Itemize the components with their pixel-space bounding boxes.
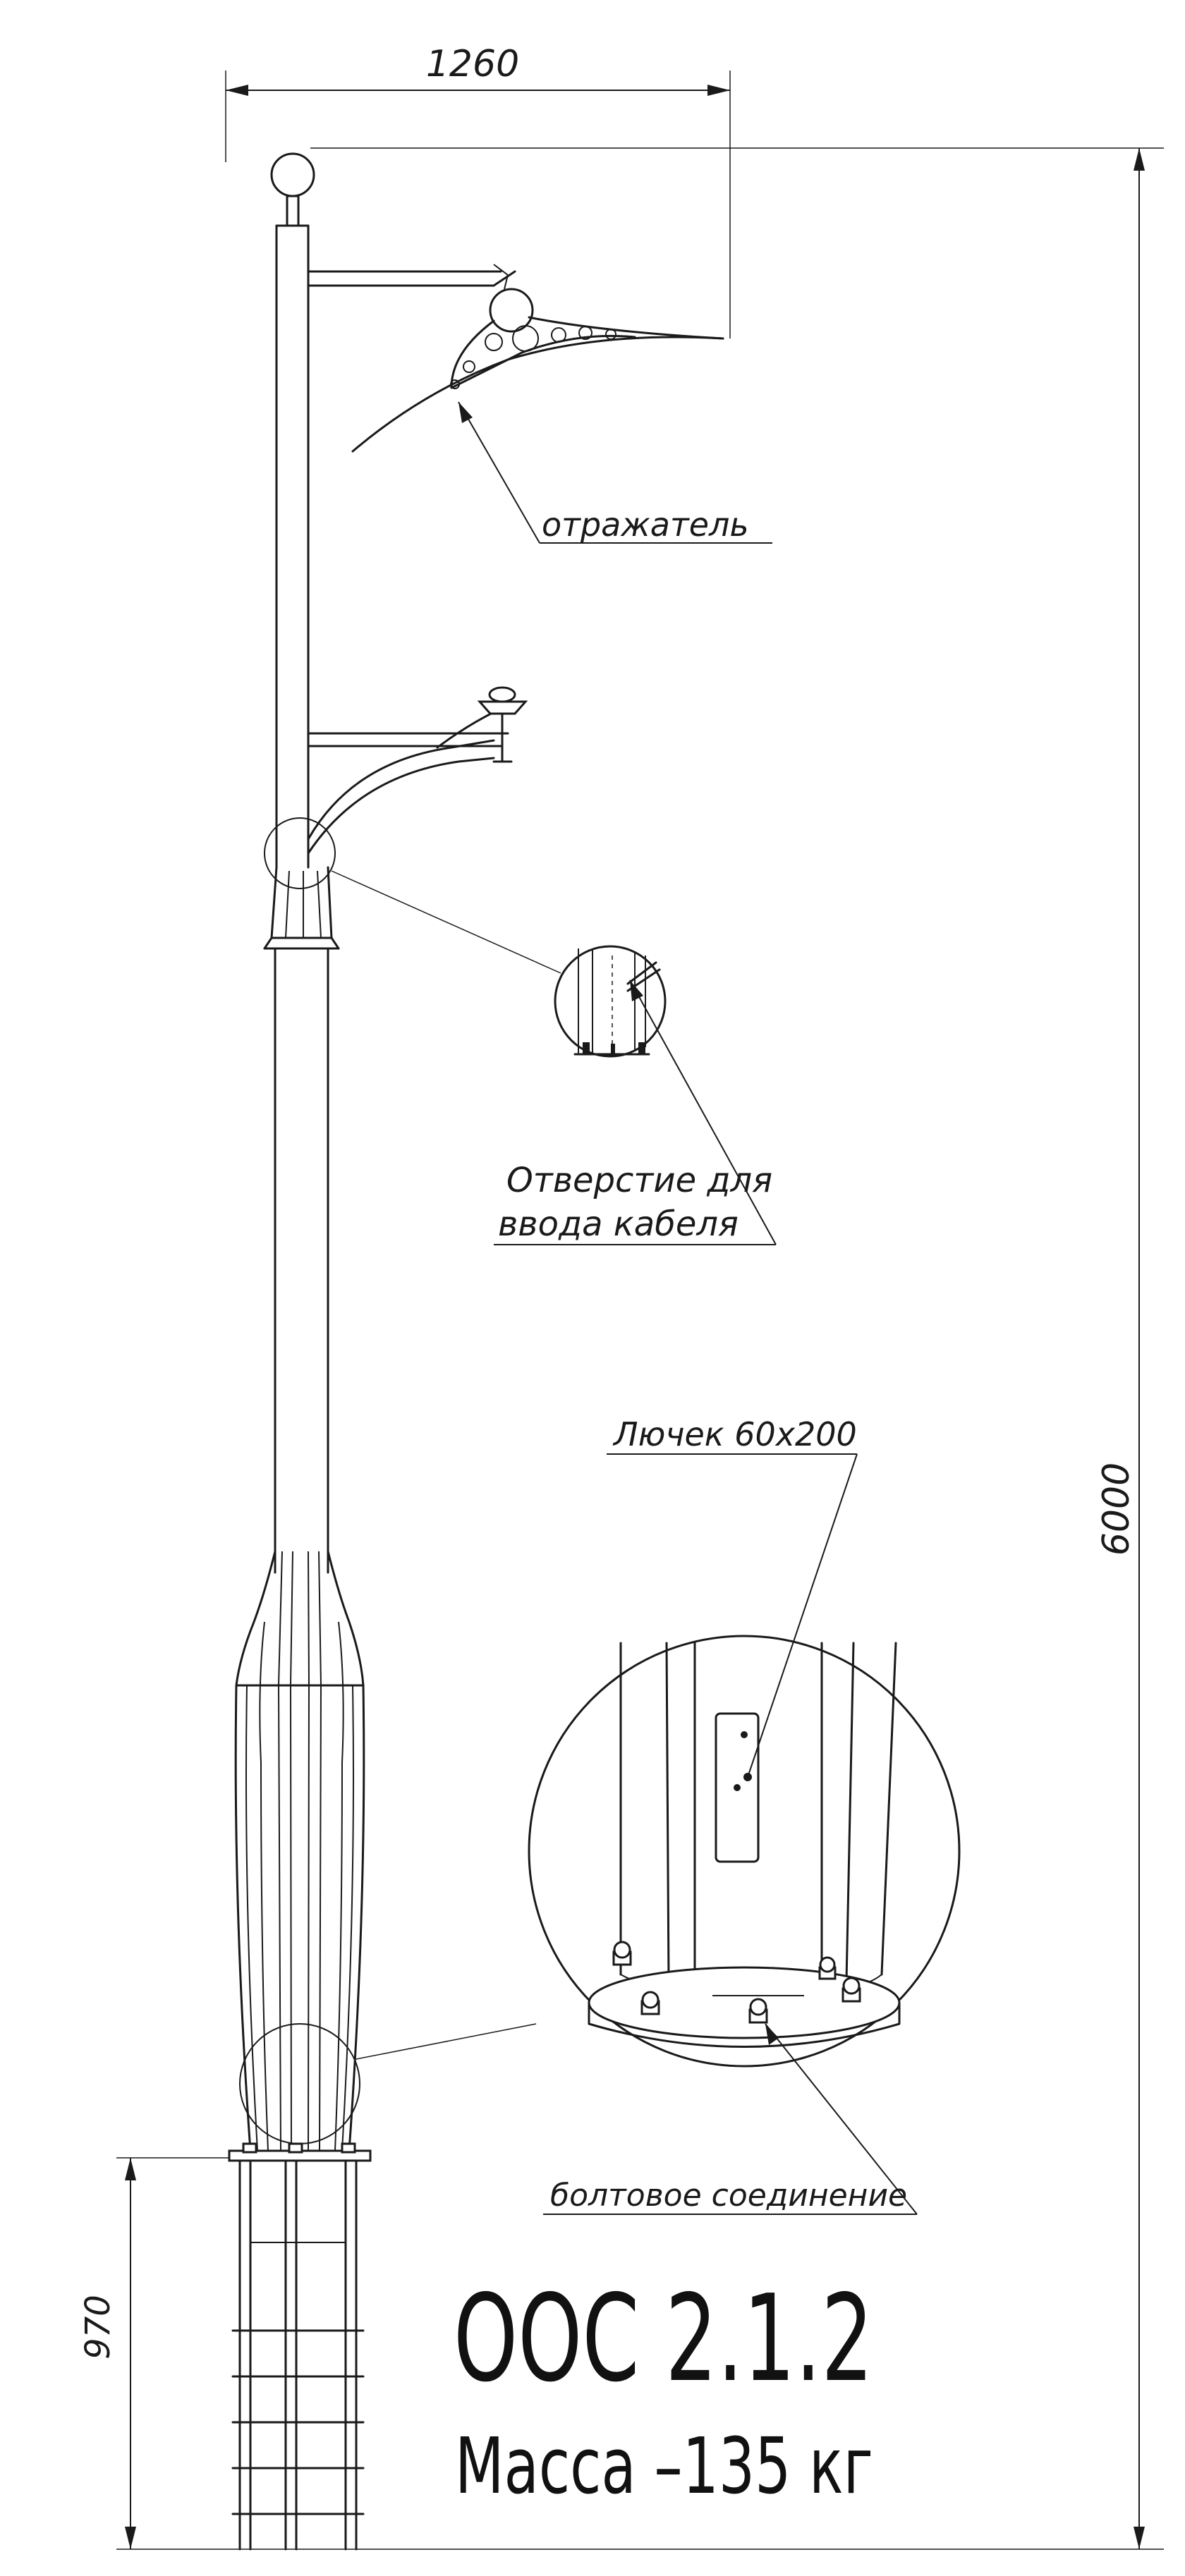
base-bolt-4 bbox=[841, 1977, 861, 2003]
dimension-total-height-label: 6000 bbox=[1095, 1463, 1138, 1556]
callout-bolted-joint-label: болтовое соединение bbox=[550, 2178, 907, 2214]
callout-hatch-label: Лючек 60х200 bbox=[612, 1415, 857, 1453]
detail-circle-base-small bbox=[239, 2023, 537, 2144]
upper-pole-shaft bbox=[275, 224, 310, 869]
base-plate bbox=[228, 2142, 372, 2162]
base-bolt-1 bbox=[612, 1941, 632, 1966]
foundation-cage bbox=[231, 2159, 365, 2551]
mass-label: Масса –135 кг bbox=[455, 2421, 873, 2511]
lower-bulb-section bbox=[234, 1550, 365, 2152]
callout-cable-hole-label-2: ввода кабеля bbox=[498, 1204, 739, 1244]
main-pole-shaft bbox=[274, 947, 329, 1574]
title-block: ООС 2.1.2 Масса –135 кг bbox=[454, 2269, 873, 2511]
lamp-ball-upper bbox=[489, 288, 534, 333]
detail-circle-cable-entry bbox=[331, 870, 667, 1058]
lantern-lower bbox=[477, 686, 528, 763]
dimension-top-width: 1260 bbox=[225, 43, 731, 338]
dimension-total-height: 6000 bbox=[233, 147, 1164, 2550]
dimension-top-width-label: 1260 bbox=[426, 43, 519, 85]
base-bolt-3 bbox=[748, 1998, 768, 2024]
top-finial bbox=[270, 152, 315, 227]
detail-circle-cable-small bbox=[264, 817, 336, 889]
lower-bracket bbox=[307, 711, 509, 855]
upper-bracket bbox=[307, 264, 516, 290]
callout-reflector-label: отражатель bbox=[542, 506, 749, 544]
base-bolt-2 bbox=[640, 1991, 660, 2015]
upper-collar bbox=[263, 866, 340, 950]
model-title: ООС 2.1.2 bbox=[454, 2269, 873, 2409]
callout-bolted-joint: болтовое соединение bbox=[543, 2023, 918, 2215]
callout-hatch: Лючек 60х200 bbox=[607, 1415, 858, 1781]
detail-circle-base bbox=[528, 1635, 961, 2068]
dimension-foundation-depth-label: 970 bbox=[78, 2295, 118, 2360]
callout-cable-hole-label-1: Отверстие для bbox=[506, 1161, 772, 1200]
callout-reflector: отражатель bbox=[458, 401, 772, 544]
base-bolt-5 bbox=[818, 1956, 837, 1980]
reflector bbox=[351, 316, 724, 453]
callout-cable-hole: Отверстие для ввода кабеля bbox=[494, 979, 777, 1245]
dimension-foundation-depth: 970 bbox=[78, 2157, 240, 2550]
